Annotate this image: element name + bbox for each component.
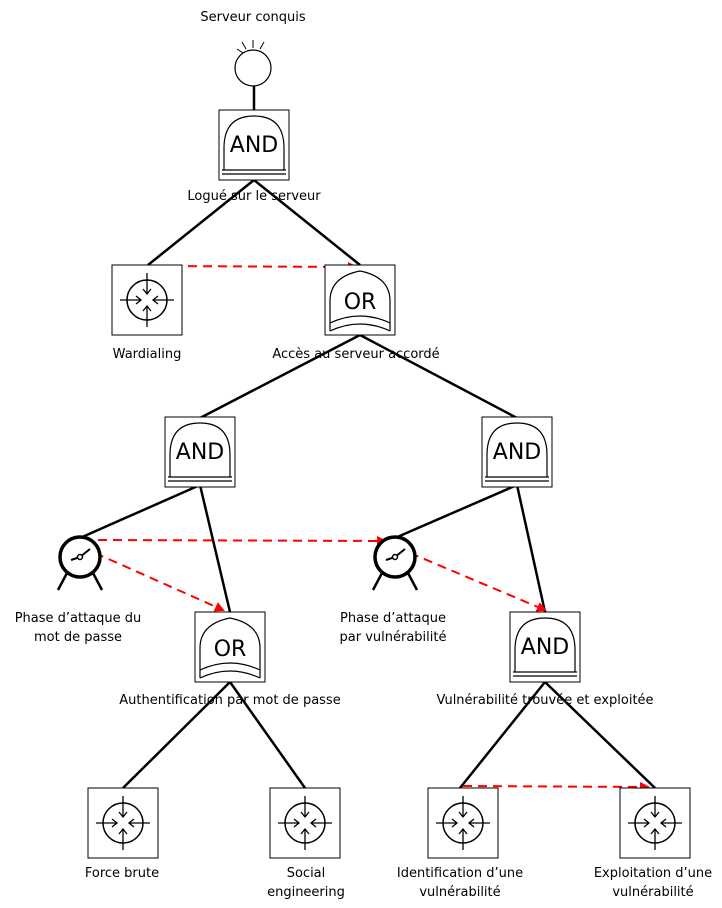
crosshair-icon [427, 787, 499, 859]
gate-left-and: AND [164, 416, 236, 488]
social-label-2: engineering [267, 885, 345, 900]
pwd-phase-label-1: Phase d’attaque du [15, 611, 142, 626]
vuln-exploit-label-2: vulnérabilité [612, 885, 693, 900]
logged-in-label: Logué sur le serveur [187, 189, 321, 204]
edge-pwd-or-to-social [228, 681, 307, 789]
crosshair-icon [87, 787, 159, 859]
leaf-vuln-exploitation [619, 787, 691, 859]
access-granted-label: Accès au serveur accordé [272, 347, 439, 362]
edge-right-and-to-vuln-phase [394, 483, 518, 540]
vuln-phase-label-2: par vulnérabilité [340, 630, 447, 645]
wardialing-label: Wardialing [113, 347, 182, 362]
edge-pwd-or-to-brute-force [122, 681, 231, 789]
vuln-exploit-label-1: Exploitation d’une [594, 866, 712, 881]
edge-vuln-and-to-exploit [544, 681, 656, 789]
phase-password [56, 535, 104, 592]
vuln-ident-label-1: Identification d’une [397, 866, 523, 881]
edge-left-and-to-pwd-phase [79, 483, 201, 540]
gate-right-and-label: AND [493, 440, 541, 465]
goal-node: Serveur conquis [200, 10, 306, 87]
edge-left-and-to-pwd-or [198, 484, 232, 613]
vuln-phase-label-1: Phase d’attaque [340, 611, 446, 626]
vuln-found-label: Vulnérabilité trouvée et exploitée [436, 693, 653, 708]
gate-left-and-label: AND [176, 440, 224, 465]
crosshair-icon [111, 264, 183, 336]
gate-vuln-and-label: AND [521, 635, 569, 660]
gate-access-or-label: OR [344, 290, 377, 315]
leaf-wardialing [111, 264, 183, 336]
phase-vulnerability [371, 535, 419, 592]
seq-vuln-phase-to-vuln-and [409, 552, 547, 612]
edge-top-and-to-access-or [253, 179, 361, 266]
crosshair-icon [269, 787, 341, 859]
gate-pwd-or: OR [194, 611, 266, 683]
gate-right-and: AND [481, 416, 553, 488]
vuln-ident-label-2: vulnérabilité [419, 885, 500, 900]
crosshair-icon [619, 787, 691, 859]
edge-right-and-to-vuln-and [515, 484, 547, 613]
sequence-arrows [94, 261, 650, 792]
tree-edges [79, 84, 656, 789]
pwd-auth-label: Authentification par mot de passe [119, 693, 340, 708]
seq-pwd-phase-to-vuln-phase [97, 535, 387, 546]
gate-top-and: AND [218, 109, 290, 181]
gate-vuln-and: AND [509, 611, 581, 683]
seq-wardialing-to-access-or [157, 261, 358, 272]
pwd-phase-label-2: mot de passe [34, 630, 122, 645]
goal-label: Serveur conquis [200, 10, 305, 25]
edge-vuln-and-to-ident [459, 681, 546, 789]
leaf-brute-force [87, 787, 159, 859]
gate-access-or: OR [324, 264, 396, 336]
edge-access-or-to-right-and [359, 333, 518, 420]
social-label-1: Social [287, 866, 326, 881]
timer-icon [56, 535, 104, 592]
edge-access-or-to-left-and [199, 333, 361, 420]
goal-circle [234, 49, 272, 87]
timer-icon [371, 535, 419, 592]
leaf-social-engineering [269, 787, 341, 859]
leaf-vuln-identification [427, 787, 499, 859]
spark-icon [236, 40, 265, 54]
gate-pwd-or-label: OR [214, 637, 247, 662]
seq-ident-to-exploit [462, 781, 650, 792]
seq-pwd-phase-to-pwd-or [94, 552, 225, 612]
edge-top-and-to-wardialing [147, 179, 255, 266]
gate-top-and-label: AND [230, 133, 278, 158]
brute-force-label: Force brute [85, 866, 159, 881]
